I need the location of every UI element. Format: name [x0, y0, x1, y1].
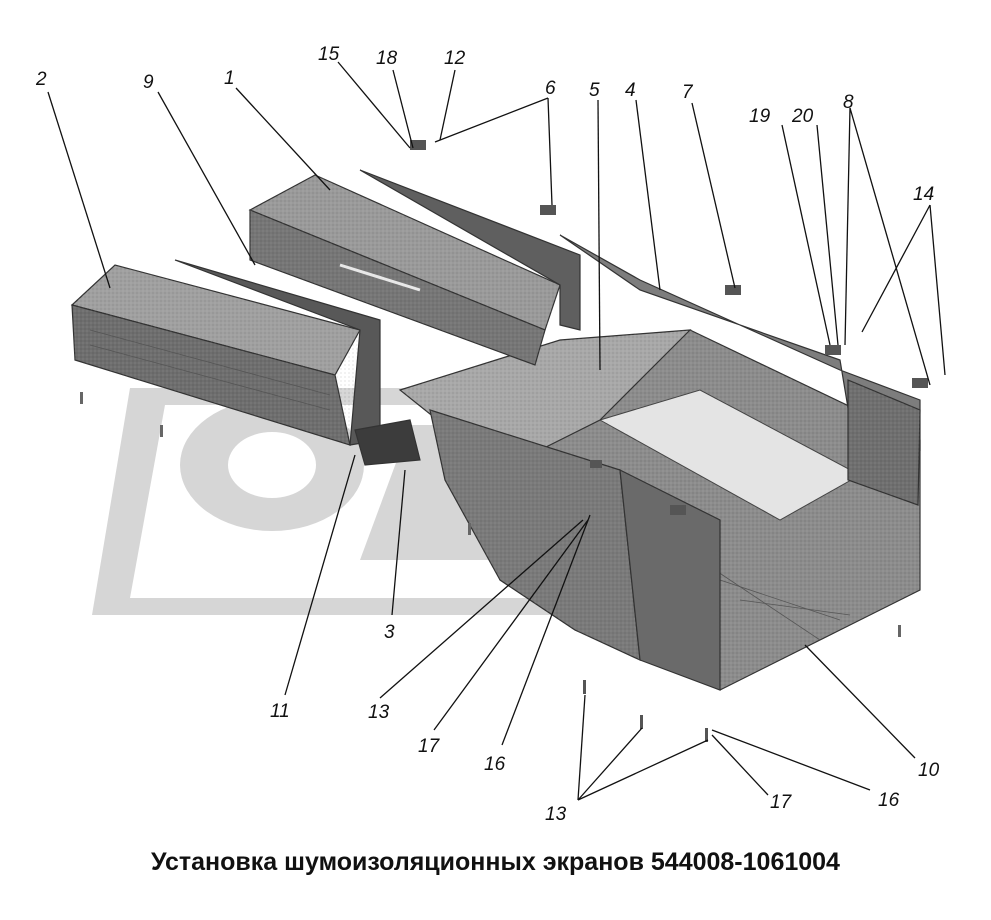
leader-12 [439, 69, 456, 141]
leader-7 [691, 102, 736, 289]
leader-13a [379, 519, 584, 699]
callout-5: 5 [589, 80, 600, 101]
leader-6a [434, 97, 549, 143]
leader-4 [635, 99, 661, 291]
callout-15: 15 [318, 44, 340, 65]
leader-6b [547, 97, 553, 206]
leader-10 [804, 644, 916, 759]
leader-20 [816, 124, 839, 346]
front-wall-panel [429, 409, 721, 691]
leader-9 [157, 91, 256, 266]
leader-3 [391, 469, 406, 616]
leader-1 [235, 87, 331, 191]
callout-13-upper: 13 [368, 702, 390, 723]
callout-18: 18 [376, 48, 398, 69]
leader-16b [711, 729, 871, 791]
callout-16-upper: 16 [484, 754, 506, 775]
mounting-bracket [354, 419, 421, 466]
callout-8: 8 [843, 92, 854, 113]
callout-13-lower: 13 [545, 804, 567, 825]
drawing-caption: Установка шумоизоляционных экранов 54400… [151, 848, 840, 876]
callout-17-lower: 17 [770, 792, 793, 813]
leader-5 [597, 99, 601, 371]
callout-4: 4 [625, 80, 636, 101]
side-wall-panel [559, 234, 921, 506]
callout-20: 20 [791, 106, 814, 127]
callout-3: 3 [384, 622, 395, 643]
leader-18 [392, 69, 414, 149]
callout-6: 6 [545, 78, 556, 99]
leader-13b-1 [577, 694, 586, 801]
leader-lines [47, 61, 946, 801]
callout-17-upper: 17 [418, 736, 441, 757]
leader-8b [849, 107, 931, 386]
callout-11: 11 [270, 701, 290, 722]
callout-1: 1 [224, 68, 235, 89]
leader-14a [861, 204, 931, 333]
callout-12: 12 [444, 48, 466, 69]
callout-9: 9 [143, 72, 154, 93]
leader-16a [501, 514, 591, 746]
leader-13b-2 [577, 727, 643, 801]
leader-17a [433, 519, 589, 731]
upper-screen-box [248, 169, 581, 366]
callout-7: 7 [682, 82, 694, 103]
assembly-drawing: 2 9 1 15 18 12 6 5 4 7 19 20 8 14 3 11 1… [35, 44, 946, 825]
leader-2 [47, 91, 111, 289]
fastener-group [80, 140, 928, 742]
leader-15 [337, 61, 411, 149]
callout-2: 2 [35, 69, 47, 90]
leader-14b [929, 204, 946, 376]
leader-17b [711, 734, 769, 796]
leader-19 [781, 124, 831, 346]
leader-13b-3 [577, 739, 709, 801]
callout-14: 14 [913, 184, 934, 205]
callout-19: 19 [749, 106, 771, 127]
callout-labels: 2 9 1 15 18 12 6 5 4 7 19 20 8 14 3 11 1… [35, 44, 940, 825]
callout-16-lower: 16 [878, 790, 900, 811]
leader-8a [844, 107, 851, 346]
leader-11 [284, 454, 356, 696]
callout-10: 10 [918, 760, 940, 781]
